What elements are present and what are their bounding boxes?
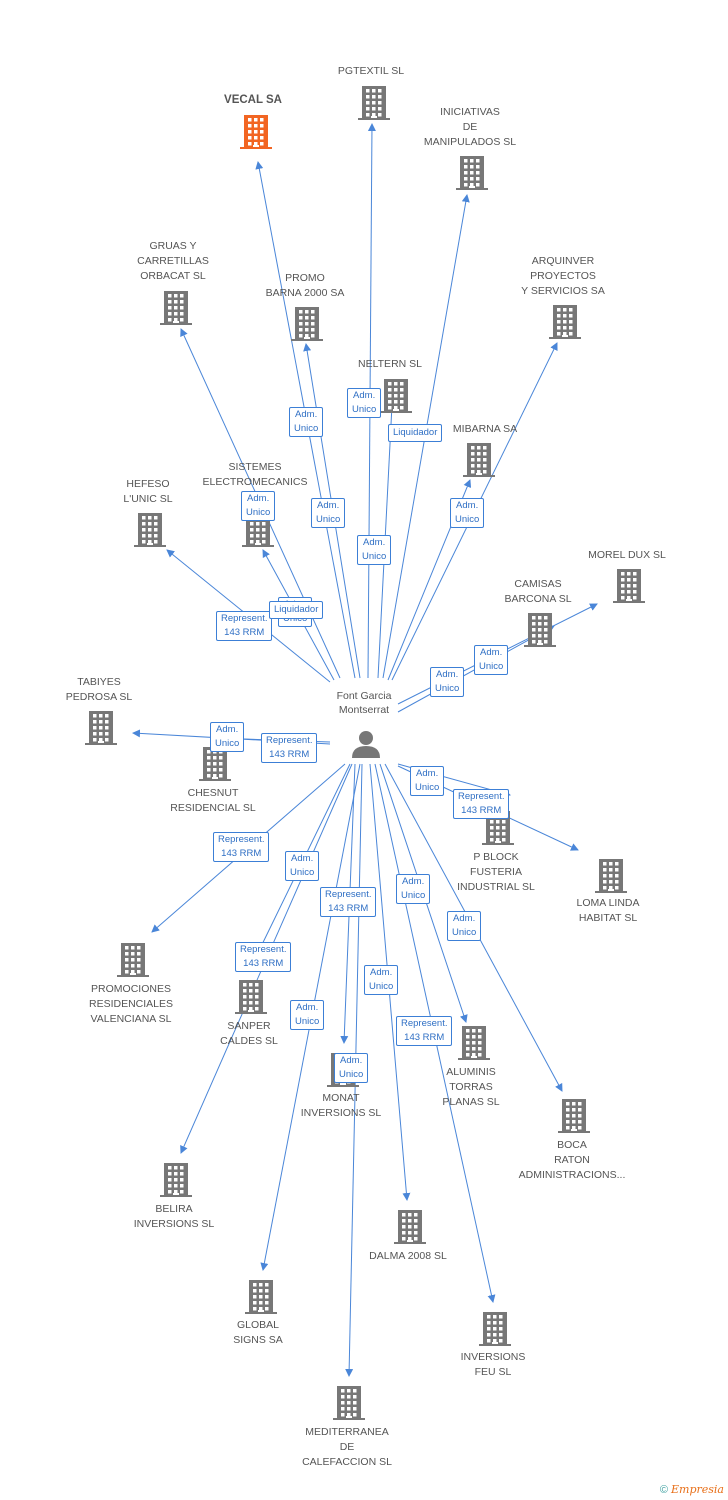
building-icon-inversionsfeu[interactable] xyxy=(479,1312,511,1346)
company-label-iniciativas[interactable]: INICIATIVAS DE MANIPULADOS SL xyxy=(423,106,517,148)
building-icon-camisas[interactable] xyxy=(524,613,556,647)
company-label-promociones[interactable]: PROMOCIONES RESIDENCIALES VALENCIANA SL xyxy=(88,983,174,1025)
edge-label-camisas: Adm. Unico xyxy=(430,667,465,697)
edge-label-monat: Represent. 143 RRM xyxy=(320,887,377,917)
building-icon-pgtextil[interactable] xyxy=(358,86,390,120)
company-label-chesnut[interactable]: CHESNUT RESIDENCIAL SL xyxy=(170,787,256,814)
brand-logo[interactable]: Empresia xyxy=(671,1483,724,1496)
building-icon-hefeso[interactable] xyxy=(134,513,166,547)
company-label-dalma[interactable]: DALMA 2008 SL xyxy=(369,1250,447,1262)
edge-label-neltern: Adm. Unico xyxy=(347,388,382,418)
person-label[interactable]: Font Garcia Montserrat xyxy=(336,690,392,716)
building-icon-arquinver[interactable] xyxy=(549,305,581,339)
footer: © Empresia xyxy=(660,1483,724,1496)
company-label-sistemes[interactable]: SISTEMES ELECTROMECANICS xyxy=(202,461,308,488)
edge-label-moreldux: Adm. Unico xyxy=(474,645,509,675)
company-label-mibarna[interactable]: MIBARNA SA xyxy=(452,423,518,435)
building-icon-chesnut[interactable] xyxy=(199,747,231,781)
edge-label-dalma: Adm. Unico xyxy=(364,965,399,995)
company-label-mediterranea[interactable]: MEDITERRANEA DE CALEFACCION SL xyxy=(302,1426,392,1468)
edge-label-bocaraton: Adm. Unico xyxy=(447,911,482,941)
edge-label-pblock: Represent. 143 RRM xyxy=(453,789,510,819)
edge-label-belira: Represent. 143 RRM xyxy=(235,942,292,972)
edge-label-tabiyes: Adm. Unico xyxy=(210,722,245,752)
edge-label-mediterranea: Adm. Unico xyxy=(334,1053,369,1083)
company-label-aluminis[interactable]: ALUMINIS TORRAS PLANAS SL xyxy=(442,1066,500,1108)
company-label-sanper[interactable]: SANPER CALDES SL xyxy=(220,1020,278,1047)
company-label-gruas[interactable]: GRUAS Y CARRETILLAS ORBACAT SL xyxy=(137,240,209,282)
building-icon-neltern[interactable] xyxy=(380,379,412,413)
copyright-symbol: © xyxy=(659,1484,668,1496)
company-label-camisas[interactable]: CAMISAS BARCONA SL xyxy=(504,578,572,605)
edge-label-sanper: Adm. Unico xyxy=(285,851,320,881)
company-label-belira[interactable]: BELIRA INVERSIONS SL xyxy=(133,1203,215,1230)
building-icon-mediterranea[interactable] xyxy=(333,1386,365,1420)
edge-label-hefeso: Represent. 143 RRM xyxy=(216,611,273,641)
building-icon-iniciativas[interactable] xyxy=(456,156,488,190)
company-label-vecal[interactable]: VECAL SA xyxy=(224,94,282,106)
company-label-global[interactable]: GLOBAL SIGNS SA xyxy=(233,1319,283,1346)
building-icon-promociones[interactable] xyxy=(117,943,149,977)
building-icon-belira[interactable] xyxy=(160,1163,192,1197)
edge-label-mibarna: Adm. Unico xyxy=(450,498,485,528)
building-icon-gruas[interactable] xyxy=(160,291,192,325)
building-icon-global[interactable] xyxy=(245,1280,277,1314)
company-label-monat[interactable]: MONAT INVERSIONS SL xyxy=(300,1092,382,1119)
building-icon-promo[interactable] xyxy=(291,307,323,341)
building-icon-dalma[interactable] xyxy=(394,1210,426,1244)
edge-label-global: Adm. Unico xyxy=(290,1000,325,1030)
building-icon-bocaraton[interactable] xyxy=(558,1099,590,1133)
building-icon-aluminis[interactable] xyxy=(458,1026,490,1060)
edge-label-sistemes: Liquidador xyxy=(269,601,324,619)
edge-label-promociones: Represent. 143 RRM xyxy=(213,832,270,862)
building-icon-moreldux[interactable] xyxy=(613,569,645,603)
edge-label-promo: Adm. Unico xyxy=(289,407,324,437)
company-label-moreldux[interactable]: MOREL DUX SL xyxy=(588,549,666,561)
edge-label-sistemes: Adm. Unico xyxy=(241,491,276,521)
person-icon[interactable] xyxy=(352,731,380,758)
company-label-tabiyes[interactable]: TABIYES PEDROSA SL xyxy=(65,676,133,703)
edge-label-inversionsfeu: Represent. 143 RRM xyxy=(396,1016,453,1046)
company-label-inversionsfeu[interactable]: INVERSIONS FEU SL xyxy=(460,1351,526,1378)
edge-label-chesnut: Represent. 143 RRM xyxy=(261,733,318,763)
edge-label-aluminis: Adm. Unico xyxy=(396,874,431,904)
building-icon-vecal[interactable] xyxy=(240,115,272,149)
building-icon-tabiyes[interactable] xyxy=(85,711,117,745)
edge-label-lomalinda: Adm. Unico xyxy=(410,766,445,796)
building-icon-sanper[interactable] xyxy=(235,980,267,1014)
edge-label-neltern: Liquidador xyxy=(388,424,443,442)
company-label-arquinver[interactable]: ARQUINVER PROYECTOS Y SERVICIOS SA xyxy=(521,255,605,297)
building-icon-lomalinda[interactable] xyxy=(595,859,627,893)
company-label-bocaraton[interactable]: BOCA RATON ADMINISTRACIONS... xyxy=(518,1139,626,1181)
company-label-lomalinda[interactable]: LOMA LINDA HABITAT SL xyxy=(576,897,640,924)
edge-label-iniciativas: Adm. Unico xyxy=(357,535,392,565)
company-label-neltern[interactable]: NELTERN SL xyxy=(358,358,422,370)
building-icon-mibarna[interactable] xyxy=(463,443,495,477)
company-label-pgtextil[interactable]: PGTEXTIL SL xyxy=(337,65,405,77)
edge-label-pgtextil: Adm. Unico xyxy=(311,498,346,528)
company-label-hefeso[interactable]: HEFESO L'UNIC SL xyxy=(123,478,173,505)
company-label-promo[interactable]: PROMO BARNA 2000 SA xyxy=(265,272,345,299)
company-label-pblock[interactable]: P BLOCK FUSTERIA INDUSTRIAL SL xyxy=(457,851,535,893)
